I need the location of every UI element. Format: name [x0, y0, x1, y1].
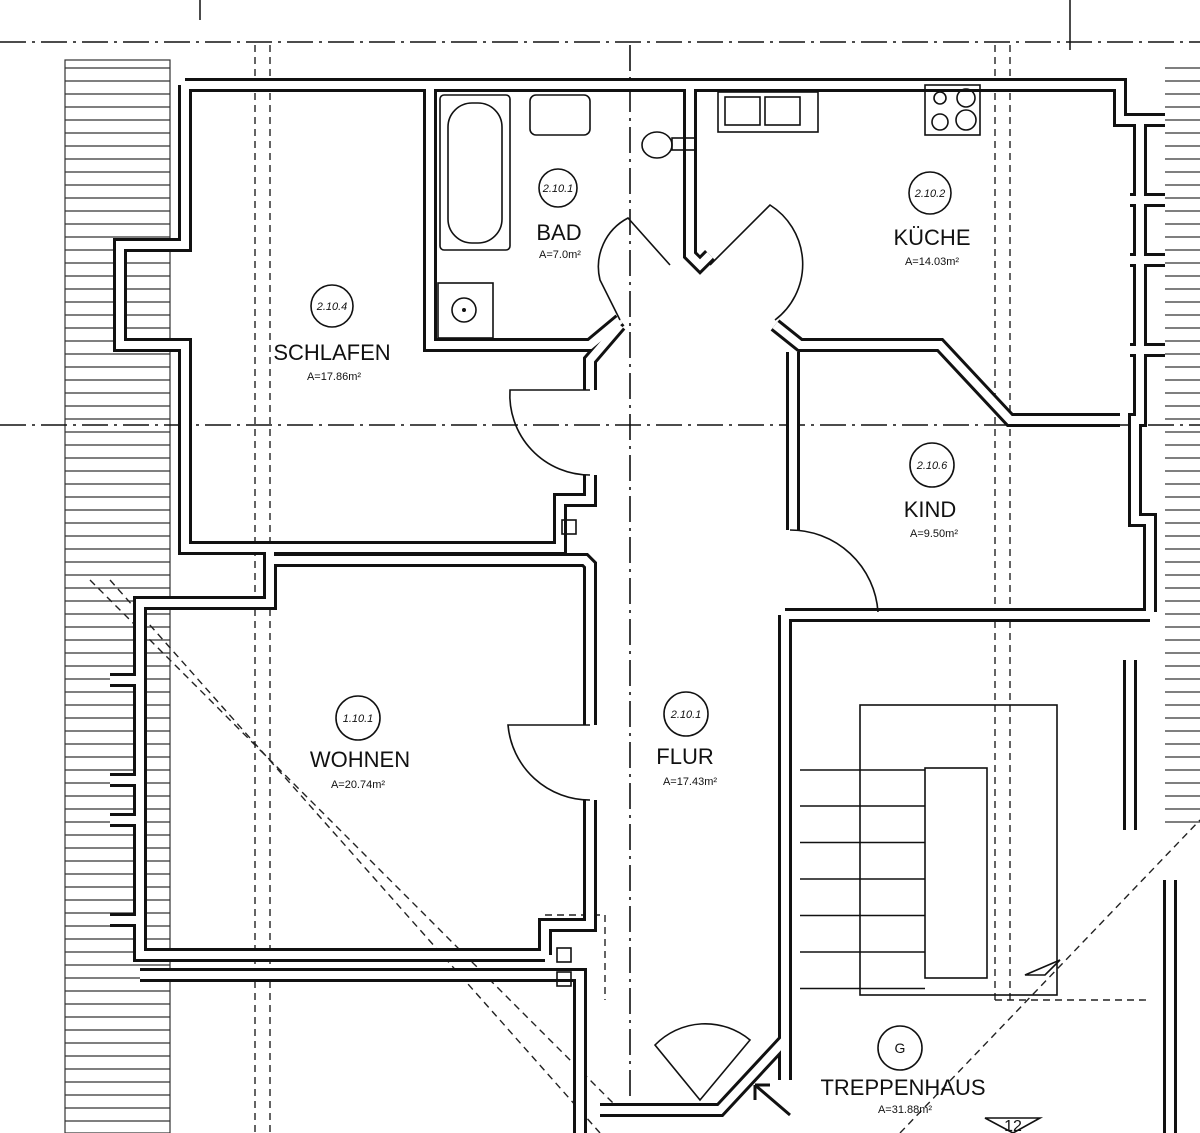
doors: [507, 203, 879, 1102]
shower-tray: [437, 282, 494, 339]
walls: [110, 78, 1177, 1133]
exterior-hatching-left: [65, 67, 170, 1122]
wall: [538, 800, 597, 955]
wall: [423, 85, 625, 352]
staircase: [800, 704, 1061, 1133]
entrance-arrow-icon: [753, 1083, 791, 1117]
bathtub: [439, 94, 511, 251]
wall: [270, 553, 597, 725]
wall: [185, 475, 597, 555]
washbasin: [529, 94, 591, 136]
wall: [140, 968, 587, 1133]
wall: [185, 78, 1157, 612]
wall: [770, 319, 1120, 427]
toilet: [641, 131, 673, 159]
stove: [924, 84, 981, 136]
kitchen-sink: [717, 91, 819, 133]
exterior-hatching-right: [1165, 67, 1200, 823]
